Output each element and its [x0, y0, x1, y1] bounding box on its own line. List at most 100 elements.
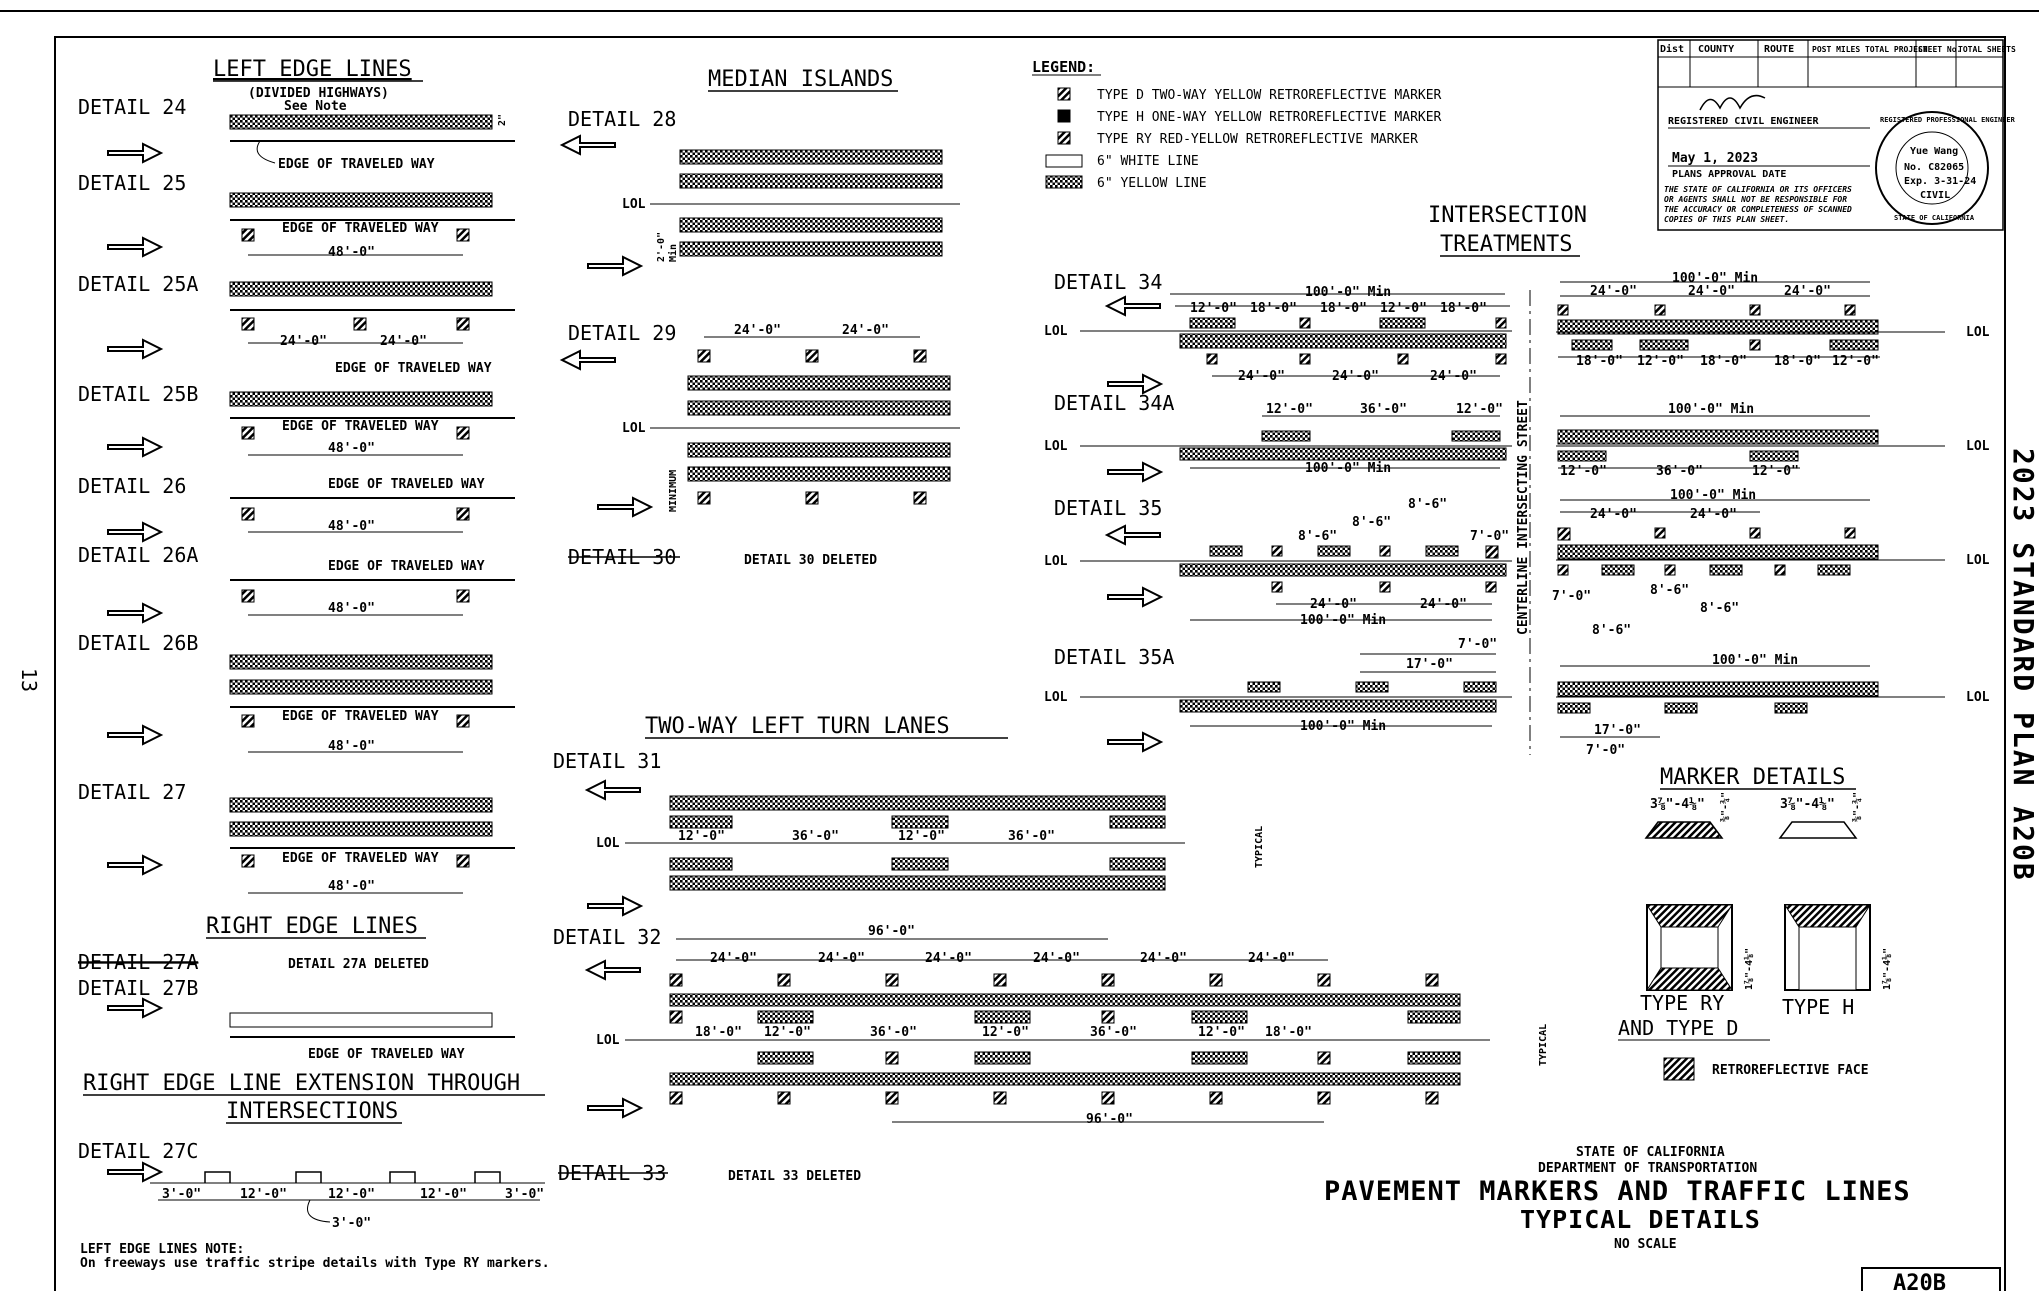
dim-24-34-b: 24'-0" [1332, 369, 1379, 384]
tb-head-total: TOTAL SHEETS [1958, 45, 2016, 54]
dim-12-34-a: 12'-0" [1190, 301, 1237, 316]
dim-12-34-r2: 12'-0" [1832, 354, 1879, 369]
detail-30-deleted: DETAIL 30 DELETED [744, 553, 877, 568]
divided-highways-note: (DIVIDED HIGHWAYS) [248, 86, 389, 101]
dim-86-35-r2: 8'-6" [1700, 601, 1739, 616]
marker-h-h: ⅜"-¾" [1851, 792, 1863, 822]
tb-date: May 1, 2023 [1672, 151, 1758, 166]
agency-dept: DEPARTMENT OF TRANSPORTATION [1538, 1161, 1757, 1176]
dim-24-35-1: 24'-0" [1310, 597, 1357, 612]
detail-34-label: DETAIL 34 [1054, 270, 1162, 294]
detail-31-label: DETAIL 31 [553, 749, 661, 773]
retro-face-swatch [1663, 1057, 1695, 1081]
dim-100-34-r: 100'-0" Min [1672, 271, 1758, 286]
dim-3-27c-r: 3'-0" [505, 1187, 544, 1202]
detail-25-label: DETAIL 25 [78, 171, 186, 195]
dim-7-35: 7'-0" [1470, 529, 1509, 544]
dim-24-32-5: 24'-0" [1140, 951, 1187, 966]
detail-32-label: DETAIL 32 [553, 925, 661, 949]
tb-head-sheet: SHEET No. [1918, 45, 1961, 54]
note-title: LEFT EDGE LINES NOTE: [80, 1242, 244, 1257]
dim-24-32-2: 24'-0" [818, 951, 865, 966]
lol-29: LOL [622, 421, 646, 436]
dim-48-25: 48'-0" [328, 245, 375, 260]
lol-35: LOL [1044, 554, 1068, 569]
seal-bottom: STATE OF CALIFORNIA [1894, 214, 1975, 222]
tb-disclaimer-4: COPIES OF THIS PLAN SHEET. [1664, 215, 1789, 224]
no-scale: NO SCALE [1614, 1237, 1677, 1252]
dim-100-35: 100'-0" Min [1300, 613, 1386, 628]
marker-w-h: 3⅞"-4⅛" [1780, 797, 1835, 812]
edge-label-27b: EDGE OF TRAVELED WAY [308, 1047, 465, 1062]
dim-36-34a: 36'-0" [1360, 402, 1407, 417]
detail-27a-deleted: DETAIL 27A DELETED [288, 957, 429, 972]
engineer-seal [1875, 111, 1989, 225]
dim-12-34a-2: 12'-0" [1456, 402, 1503, 417]
edge-label-25: EDGE OF TRAVELED WAY [282, 221, 439, 236]
tb-registered: REGISTERED CIVIL ENGINEER [1668, 116, 1819, 127]
intersection-treatments-group: INTERSECTION TREATMENTS CENTERLINE INTER… [1044, 203, 1990, 758]
lol-35-r: LOL [1966, 553, 1990, 568]
detail-26-label: DETAIL 26 [78, 474, 186, 498]
legend-title: LEGEND: [1032, 58, 1095, 76]
plan-number-box [1861, 1267, 2001, 1291]
intersection-heading-1: INTERSECTION [1428, 203, 1587, 228]
dim-36-32: 36'-0" [870, 1025, 917, 1040]
dim-24-32-1: 24'-0" [710, 951, 757, 966]
dim-12-34-b: 12'-0" [1380, 301, 1427, 316]
dim-86-35-3: 8'-6" [1298, 529, 1337, 544]
dim-24-29-1: 24'-0" [734, 323, 781, 338]
dim-12-34-r1: 12'-0" [1637, 354, 1684, 369]
dim-18-32-1: 18'-0" [695, 1025, 742, 1040]
dim-24-32-3: 24'-0" [925, 951, 972, 966]
dim-48-26: 48'-0" [328, 519, 375, 534]
tb-date-label: PLANS APPROVAL DATE [1672, 169, 1786, 180]
dim-12-32-2: 12'-0" [982, 1025, 1029, 1040]
detail-28-label: DETAIL 28 [568, 107, 676, 131]
detail-29-label: DETAIL 29 [568, 321, 676, 345]
dim-100-34: 100'-0" Min [1305, 285, 1391, 300]
dim-100-34a: 100'-0" Min [1305, 461, 1391, 476]
centerline-label: CENTERLINE INTERSECTING STREET [1516, 400, 1531, 635]
dim-24-32-4: 24'-0" [1033, 951, 1080, 966]
dim-12-34a-r1: 12'-0" [1560, 464, 1607, 479]
dim-100-35a: 100'-0" Min [1300, 719, 1386, 734]
dim-18-34-c: 18'-0" [1440, 301, 1487, 316]
detail-25b-label: DETAIL 25B [78, 382, 198, 406]
tb-disclaimer-3: THE ACCURACY OR COMPLETENESS OF SCANNED [1664, 205, 1852, 214]
dim-96-32-bot: 96'-0" [1086, 1112, 1133, 1127]
tb-disclaimer-2: OR AGENTS SHALL NOT BE RESPONSIBLE FOR [1664, 195, 1847, 204]
detail-25a-label: DETAIL 25A [78, 272, 198, 296]
dim-100-35a-r: 100'-0" Min [1712, 653, 1798, 668]
tb-disclaimer-1: THE STATE OF CALIFORNIA OR ITS OFFICERS [1664, 185, 1852, 194]
seal-name: Yue Wang [1910, 146, 1958, 157]
dim-86-35-r3: 8'-6" [1592, 623, 1631, 638]
legend-item-4: 6" WHITE LINE [1097, 154, 1199, 169]
dim-7-35-r: 7'-0" [1552, 589, 1591, 604]
dim-24-35-r2: 24'-0" [1690, 507, 1737, 522]
detail-27-label: DETAIL 27 [78, 780, 186, 804]
extension-heading-2: INTERSECTIONS [226, 1099, 398, 1124]
typical-31: TYPICAL [1254, 826, 1265, 868]
detail-33-deleted: DETAIL 33 DELETED [728, 1169, 861, 1184]
dim-7-35a: 7'-0" [1458, 637, 1497, 652]
edge-label-27: EDGE OF TRAVELED WAY [282, 851, 439, 866]
dim-12-34a-1: 12'-0" [1266, 402, 1313, 417]
lol-34a: LOL [1044, 439, 1068, 454]
lol-34-r: LOL [1966, 325, 1990, 340]
dim-3-27c-l: 3'-0" [162, 1187, 201, 1202]
dim-3-27c-c: 3'-0" [332, 1216, 371, 1231]
dim-12-31-2: 12'-0" [898, 829, 945, 844]
intersection-heading-2: TREATMENTS [1440, 232, 1572, 257]
dim-12-32-3: 12'-0" [1198, 1025, 1245, 1040]
extension-heading-1: RIGHT EDGE LINE EXTENSION THROUGH [83, 1071, 520, 1096]
marker-l-ry: 1⅞"-4⅛" [1743, 948, 1755, 990]
twltl-heading: TWO-WAY LEFT TURN LANES [645, 714, 950, 739]
note-body: On freeways use traffic stripe details w… [80, 1256, 550, 1271]
tb-head-route: ROUTE [1764, 44, 1794, 55]
dim-12-31-1: 12'-0" [678, 829, 725, 844]
plan-number: A20B [1893, 1271, 1946, 1291]
seal-exp: Exp. 3-31-24 [1904, 176, 1976, 187]
dim-36-32-b: 36'-0" [1090, 1025, 1137, 1040]
dim-36-34a-r: 36'-0" [1656, 464, 1703, 479]
